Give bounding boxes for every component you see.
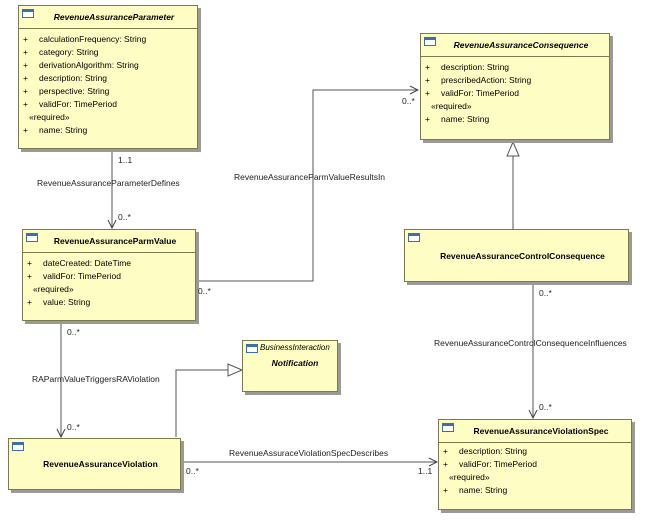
class-notification[interactable]: BusinessInteraction Notification: [242, 340, 338, 392]
attribute: +value: String: [27, 297, 91, 307]
mult-influences-b: 0..*: [539, 402, 552, 412]
realization-arrowhead: [227, 363, 244, 377]
class-icon: [424, 37, 436, 46]
divider: [23, 252, 195, 253]
attribute-list: +description: String +validFor: TimePeri…: [439, 443, 631, 497]
assoc-label-parameter-defines: RevenueAssuranceParameterDefines: [37, 178, 180, 188]
attribute-list: +calculationFrequency: String +category:…: [19, 29, 197, 137]
class-icon: [442, 423, 454, 432]
class-revenue-assurance-control-consequence[interactable]: RevenueAssuranceControlConsequence: [404, 229, 629, 282]
attribute: +validFor: TimePeriod: [425, 88, 519, 98]
attribute: +calculationFrequency: String: [23, 34, 147, 44]
attribute-list: +dateCreated: DateTime +validFor: TimePe…: [23, 253, 195, 309]
class-icon: [22, 9, 34, 18]
attribute: +validFor: TimePeriod: [443, 459, 537, 469]
stereotype-required: «required»: [431, 101, 472, 111]
class-name: RevenueAssuranceParameter: [53, 12, 175, 22]
assoc-label-results-in: RevenueAssuranceParmValueResultsIn: [234, 172, 386, 182]
class-name: RevenueAssuranceViolationSpec: [473, 426, 609, 436]
attribute: +category: String: [23, 47, 99, 57]
class-name: RevenueAssuranceControlConsequence: [440, 250, 605, 261]
realization-line[interactable]: [175, 369, 228, 437]
attribute: +perspective: String: [23, 86, 110, 96]
generalization-arrowhead: [506, 140, 520, 157]
attribute-list: +description: String +prescribedAction: …: [421, 57, 609, 126]
stereotype-required: «required»: [29, 112, 70, 122]
attribute: +name: String: [23, 125, 88, 135]
divider: [439, 442, 631, 443]
attribute: +description: String: [425, 62, 510, 72]
mult-parameter-defines-b: 0..*: [118, 212, 131, 222]
attribute: +validFor: TimePeriod: [23, 99, 117, 109]
stereotype-required: «required»: [33, 284, 74, 294]
attribute: +dateCreated: DateTime: [27, 258, 132, 268]
mult-spec-describes-b: 1..1: [418, 466, 433, 476]
attribute: +name: String: [443, 485, 508, 495]
class-name: RevenueAssuranceParmValue: [53, 236, 177, 246]
class-icon: [246, 344, 258, 353]
class-icon: [12, 442, 24, 451]
mult-spec-describes-a: 0..*: [186, 466, 199, 476]
divider: [19, 28, 197, 29]
attribute: +description: String: [23, 73, 108, 83]
class-revenue-assurance-consequence[interactable]: RevenueAssuranceConsequence +description…: [420, 33, 610, 140]
divider: [421, 56, 609, 57]
class-icon: [26, 233, 38, 242]
class-icon: [408, 233, 420, 242]
class-revenue-assurance-violation[interactable]: RevenueAssuranceViolation: [8, 438, 181, 490]
stereotype-required: «required»: [449, 472, 490, 482]
notification-stereotype: BusinessInteraction: [260, 343, 330, 352]
class-name: RevenueAssuranceViolation: [43, 459, 158, 469]
mult-triggers-a: 0..*: [67, 327, 80, 337]
attribute: +derivationAlgorithm: String: [23, 60, 139, 70]
mult-influences-a: 0..*: [539, 288, 552, 298]
class-name: Notification: [271, 358, 319, 368]
attribute: +prescribedAction: String: [425, 75, 532, 85]
mult-parameter-defines-a: 1..1: [118, 155, 133, 165]
assoc-label-triggers: RAParmValueTriggersRAViolation: [32, 374, 160, 384]
mult-results-in-b: 0..*: [402, 96, 415, 106]
class-name: RevenueAssuranceConsequence: [453, 40, 589, 50]
class-revenue-assurance-violation-spec[interactable]: RevenueAssuranceViolationSpec +descripti…: [438, 419, 632, 510]
assoc-label-influences: RevenueAssuranceControlConsequenceInflue…: [434, 338, 627, 348]
assoc-results-in-line[interactable]: [197, 90, 418, 281]
mult-results-in-a: 0..*: [198, 286, 211, 296]
assoc-label-spec-describes: RevenueAssuraceViolationSpecDescribes: [229, 448, 389, 458]
attribute: +name: String: [425, 114, 490, 124]
attribute: +validFor: TimePeriod: [27, 271, 121, 281]
attribute: +description: String: [443, 446, 528, 456]
class-revenue-assurance-parm-value[interactable]: RevenueAssuranceParmValue +dateCreated: …: [22, 229, 196, 321]
mult-triggers-b: 0..*: [67, 422, 80, 432]
class-revenue-assurance-parameter[interactable]: RevenueAssuranceParameter +calculationFr…: [18, 5, 198, 149]
